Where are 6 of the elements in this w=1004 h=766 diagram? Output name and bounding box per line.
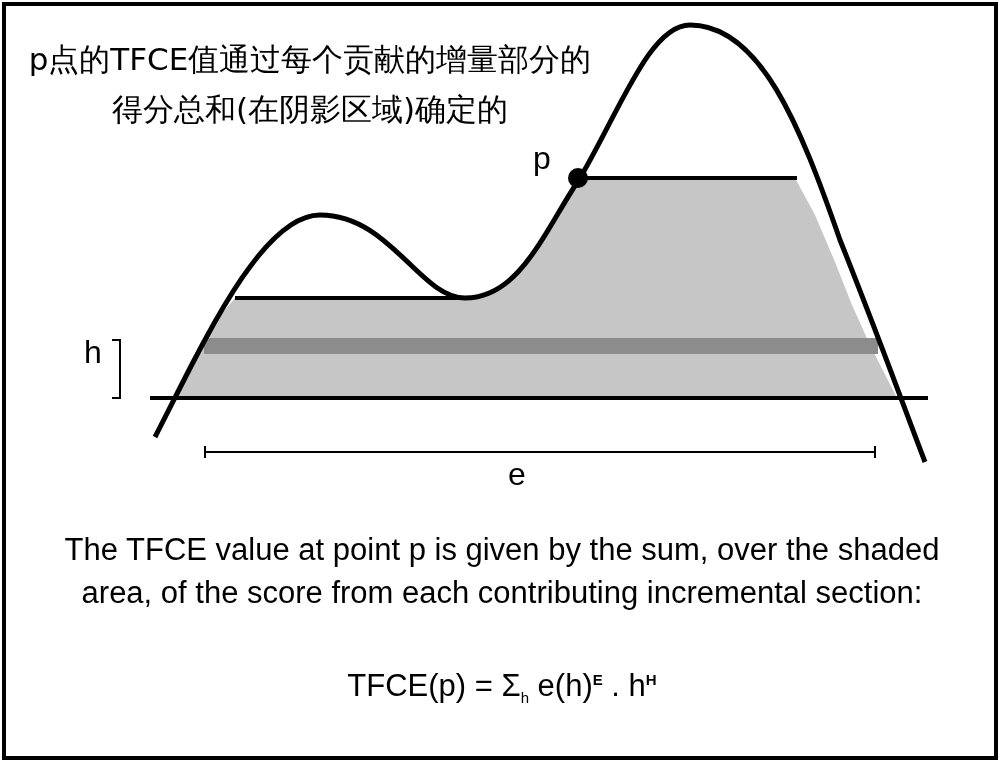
dimension-label: h bbox=[84, 334, 102, 371]
caption-text: The TFCE value at point p is given by the sum, over the shaded area, of the score from each contributing incremental section: bbox=[63, 531, 941, 612]
point-label: p bbox=[533, 140, 551, 177]
formula: TFCE(p) = Σ$_{h}$ e(h)$^{E}$ . h$^{H}$ bbox=[346, 668, 658, 707]
dimension-label: e bbox=[508, 456, 526, 493]
annotation-text: p点的TFCE值通过每个贡献的增量部分的得分总和(在阴影区域)确定的 bbox=[27, 40, 593, 129]
